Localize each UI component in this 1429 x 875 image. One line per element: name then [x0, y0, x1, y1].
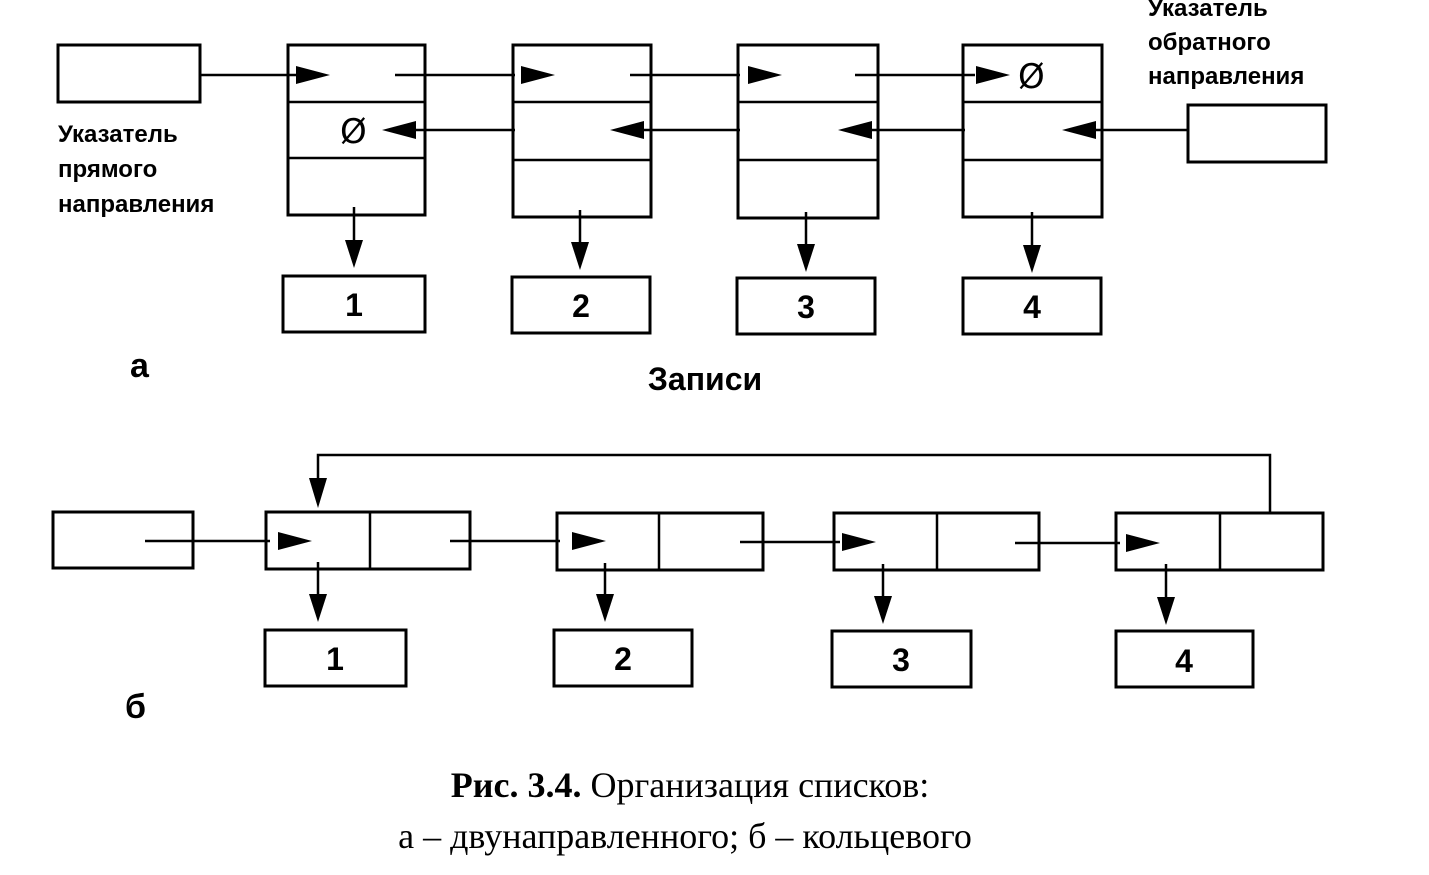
- forward-pointer-label-line3: направления: [58, 191, 214, 218]
- records-label: Записи: [648, 361, 762, 397]
- record-b-2: 2: [552, 628, 694, 688]
- record-a-3-label: 3: [797, 289, 815, 325]
- figure-caption-line2: а – двунаправленного; б – кольцевого: [398, 816, 972, 856]
- forward-pointer-label-line1: Указатель: [58, 121, 178, 148]
- record-a-1: 1: [281, 274, 427, 334]
- forward-links: Ø: [200, 57, 1045, 97]
- figure-caption-title: Организация списков:: [582, 765, 930, 805]
- record-pointers-b: [309, 562, 1175, 625]
- backward-pointer-label-line1: Указатель: [1148, 0, 1268, 22]
- backward-links: Ø: [340, 112, 1188, 152]
- record-b-2-label: 2: [614, 641, 632, 677]
- part-a-doubly-linked-list: Указатель прямого направления Указатель …: [56, 0, 1328, 397]
- circular-return-link: [309, 453, 1272, 513]
- record-b-1: 1: [263, 628, 408, 688]
- record-a-2-label: 2: [572, 288, 590, 324]
- forward-head-pointer-box: [56, 43, 202, 104]
- record-b-3-label: 3: [892, 642, 910, 678]
- forward-pointer-label-line2: прямого: [58, 156, 157, 183]
- record-a-1-label: 1: [345, 287, 363, 323]
- backward-head-pointer-box: [1186, 103, 1328, 164]
- backward-pointer-label-line2: обратного: [1148, 29, 1271, 56]
- figure-caption-prefix: Рис. 3.4.: [451, 765, 582, 805]
- backward-null-symbol: Ø: [340, 112, 367, 152]
- part-b-label: б: [125, 688, 146, 726]
- forward-null-symbol: Ø: [1018, 57, 1045, 97]
- record-a-4: 4: [961, 276, 1103, 336]
- backward-pointer-label-line3: направления: [1148, 63, 1304, 90]
- circular-forward-links: [145, 532, 1160, 552]
- part-a-label: а: [130, 347, 150, 385]
- part-b-circular-list: 1 2 3 4 б: [51, 453, 1325, 726]
- record-b-1-label: 1: [326, 641, 344, 677]
- record-pointers-a: [345, 207, 1041, 273]
- record-a-4-label: 4: [1023, 289, 1041, 325]
- figure-caption-line1: Рис. 3.4. Организация списков:: [451, 765, 929, 805]
- record-b-4-label: 4: [1175, 643, 1193, 679]
- record-b-3: 3: [830, 629, 973, 689]
- record-a-3: 3: [735, 276, 877, 336]
- record-b-4: 4: [1114, 629, 1255, 689]
- record-a-2: 2: [510, 275, 652, 335]
